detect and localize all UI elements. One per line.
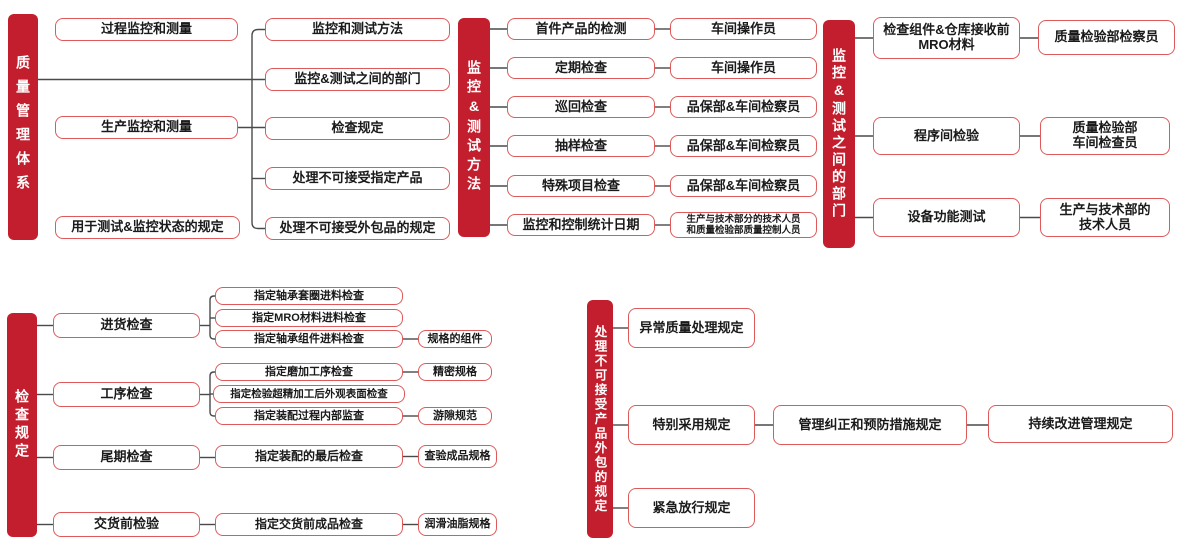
box-final-stage-inspection: 尾期检查: [53, 445, 200, 470]
box-patrol-owner: 品保部&车间检察员: [670, 96, 817, 118]
box-special-item-inspection: 特殊项目检查: [507, 175, 655, 197]
box-in-process-inspection: 程序间检验: [873, 117, 1020, 155]
box-monitor-control-statistics-date: 监控和控制统计日期: [507, 214, 655, 236]
box-continuous-improvement-rule: 持续改进管理规定: [988, 405, 1173, 443]
box-special-item-owner: 品保部&车间检察员: [670, 175, 817, 197]
box-process-inspection: 工序检查: [53, 382, 200, 407]
box-mro-material-incoming: 指定MRO材料进料检查: [215, 309, 403, 327]
box-periodic-inspection: 定期检查: [507, 57, 655, 79]
box-handle-unacceptable-designated-product: 处理不可接受指定产品: [265, 167, 450, 190]
box-monitor-test-methods-ref: 监控和测试方法: [265, 18, 450, 41]
box-sampling-owner: 品保部&车间检察员: [670, 135, 817, 157]
box-equipment-function-test: 设备功能测试: [873, 198, 1020, 237]
box-grinding-process-inspection: 指定磨加工序检查: [215, 363, 403, 381]
box-sampling-inspection: 抽样检查: [507, 135, 655, 157]
box-test-monitor-status-rule: 用于测试&监控状态的规定: [55, 216, 240, 239]
box-periodic-owner: 车间操作员: [670, 57, 817, 79]
box-check-components-owner: 质量检验部检察员: [1038, 20, 1175, 55]
box-bearing-component-incoming: 指定轴承组件进料检查: [215, 330, 403, 348]
box-assembly-internal-monitoring: 指定装配过程内部监查: [215, 407, 403, 425]
box-bearing-ring-incoming: 指定轴承套圈进料检查: [215, 287, 403, 305]
box-final-assembly-inspection: 指定装配的最后检查: [215, 445, 403, 468]
box-lubricant-grease-spec: 润滑油脂规格: [418, 513, 497, 536]
box-special-adoption-rule: 特别采用规定: [628, 405, 755, 445]
box-pre-delivery-product-inspection: 指定交货前成品检查: [215, 513, 403, 536]
box-in-process-owner: 质量检验部 车间检查员: [1040, 117, 1170, 155]
box-equipment-function-owner: 生产与技术部的 技术人员: [1040, 198, 1170, 237]
box-emergency-release-rule: 紧急放行规定: [628, 488, 755, 528]
box-incoming-inspection: 进货检查: [53, 313, 200, 338]
box-component-spec: 规格的组件: [418, 330, 492, 348]
box-clearance-spec: 游隙规范: [418, 407, 492, 425]
box-inspection-rules-ref: 检查规定: [265, 117, 450, 140]
box-finished-product-spec: 查验成品规格: [418, 445, 497, 468]
box-check-components-mro: 检查组件&仓库接收前 MRO材料: [873, 17, 1020, 59]
box-superfinishing-surface-inspection: 指定检验超精加工后外观表面检查: [213, 385, 405, 403]
methods-bar: 监控&测试方法: [458, 18, 490, 237]
box-patrol-inspection: 巡回检查: [507, 96, 655, 118]
qms-bar: 质量管理体系: [8, 14, 38, 240]
box-abnormal-quality-rule: 异常质量处理规定: [628, 308, 755, 348]
box-statistics-date-owner: 生产与技术部分的技术人员 和质量检验部质量控制人员: [670, 212, 817, 238]
box-first-article-owner: 车间操作员: [670, 18, 817, 40]
inspection-rules-bar: 检查规定: [7, 313, 37, 537]
box-production-monitoring-measurement: 生产监控和测量: [55, 116, 238, 139]
nonconforming-bar: 处理不可接受产品外包的规定: [587, 300, 613, 538]
departments-bar: 监控&测试之间的部门: [823, 20, 855, 248]
box-precision-spec: 精密规格: [418, 363, 492, 381]
box-corrective-preventive-rule: 管理纠正和预防措施规定: [773, 405, 967, 445]
box-monitor-test-departments-ref: 监控&测试之间的部门: [265, 68, 450, 91]
box-pre-delivery-inspection: 交货前检验: [53, 512, 200, 537]
box-process-monitoring-measurement: 过程监控和测量: [55, 18, 238, 41]
box-handle-unacceptable-outsourced-rule: 处理不可接受外包品的规定: [265, 217, 450, 240]
box-first-article-inspection: 首件产品的检测: [507, 18, 655, 40]
